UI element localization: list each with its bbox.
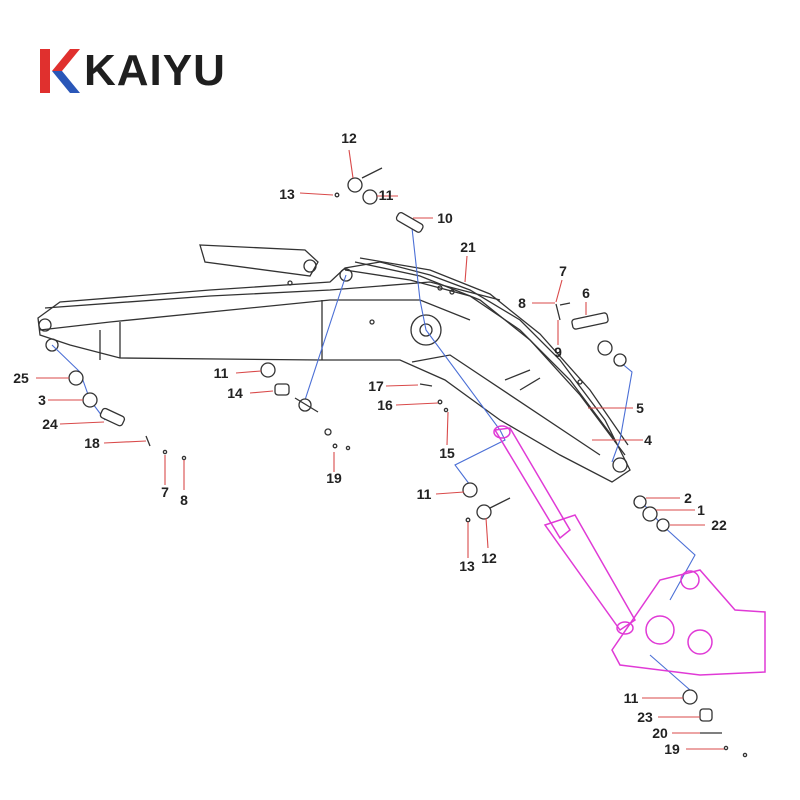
callout-8: 8 (518, 295, 526, 311)
brand-logo: KAIYU (40, 46, 226, 96)
callout-17: 17 (368, 378, 384, 394)
callout-13: 13 (279, 186, 295, 202)
callout-4: 4 (644, 432, 652, 448)
callout-25: 25 (13, 370, 29, 386)
callout-2: 2 (684, 490, 692, 506)
callout-8: 8 (180, 492, 188, 508)
callout-7: 7 (161, 484, 169, 500)
callout-22: 22 (711, 517, 727, 533)
callout-10: 10 (437, 210, 453, 226)
callout-11: 11 (624, 690, 639, 706)
callout-12: 12 (481, 550, 497, 566)
callout-16: 16 (377, 397, 393, 413)
loose-parts (68, 167, 748, 758)
callout-14: 14 (227, 385, 243, 401)
callout-labels: 12 13 11 10 21 7 8 6 9 25 11 14 17 3 16 … (13, 130, 727, 757)
bucket-cylinder (493, 425, 636, 635)
callout-11: 11 (379, 187, 394, 203)
callout-18: 18 (84, 435, 100, 451)
callout-24: 24 (42, 416, 58, 432)
brand-k-mark-icon (40, 49, 80, 93)
callout-3: 3 (38, 392, 46, 408)
callout-21: 21 (460, 239, 476, 255)
callout-5: 5 (636, 400, 644, 416)
callout-9: 9 (554, 344, 562, 360)
callout-19: 19 (326, 470, 342, 486)
brand-name: KAIYU (84, 46, 226, 95)
callout-20: 20 (652, 725, 668, 741)
callout-13: 13 (459, 558, 475, 574)
leader-lines (36, 149, 724, 750)
hydraulic-pipe (199, 244, 319, 277)
callout-7: 7 (559, 263, 567, 279)
bucket-link (611, 569, 766, 676)
callout-6: 6 (582, 285, 590, 301)
callout-19: 19 (664, 741, 680, 757)
callout-11: 11 (417, 486, 432, 502)
callout-23: 23 (637, 709, 653, 725)
callout-1: 1 (697, 502, 705, 518)
arm-body (37, 257, 631, 483)
callout-15: 15 (439, 445, 455, 461)
callout-12: 12 (341, 130, 357, 146)
callout-11: 11 (214, 365, 229, 381)
assembly-link-lines (51, 227, 696, 691)
